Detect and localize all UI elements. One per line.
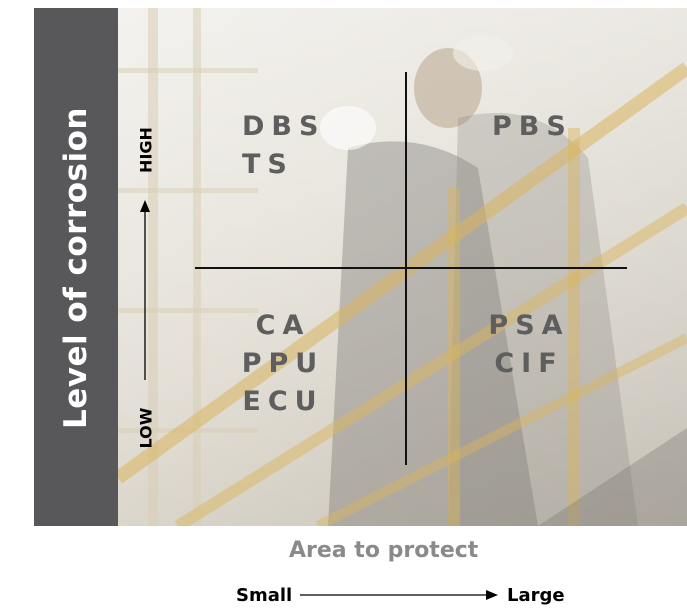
- x-axis-small-label: Small: [236, 585, 293, 606]
- quadrant-bottom-left-item: CA: [255, 310, 311, 341]
- quadrant-top-left-item: DBS: [242, 111, 326, 142]
- quadrant-bottom-left-item: ECU: [242, 386, 324, 417]
- quadrant-bottom-right-item: CIF: [494, 348, 564, 379]
- quadrant-bottom-left: CA PPU ECU: [238, 307, 328, 421]
- quadrant-bottom-left-item: PPU: [241, 348, 325, 379]
- quadrant-top-left-item: TS: [242, 149, 294, 180]
- x-axis-arrowhead: [486, 590, 498, 600]
- y-axis-title-bar: [34, 8, 118, 526]
- quadrant-top-left: DBS TS: [242, 108, 325, 184]
- photo-illustration: [118, 8, 687, 526]
- x-axis-title: Area to protect: [289, 538, 479, 563]
- y-axis-high-label: HIGH: [136, 127, 156, 173]
- quadrant-bottom-right: PSA CIF: [484, 307, 574, 383]
- y-axis-arrowhead: [140, 200, 150, 212]
- y-axis-low-label: LOW: [136, 407, 156, 449]
- quadrant-top-right-item: PBS: [492, 111, 573, 142]
- quadrant-bottom-right-item: PSA: [488, 310, 570, 341]
- quadrant-top-right: PBS: [492, 108, 573, 146]
- x-axis-large-label: Large: [507, 585, 565, 606]
